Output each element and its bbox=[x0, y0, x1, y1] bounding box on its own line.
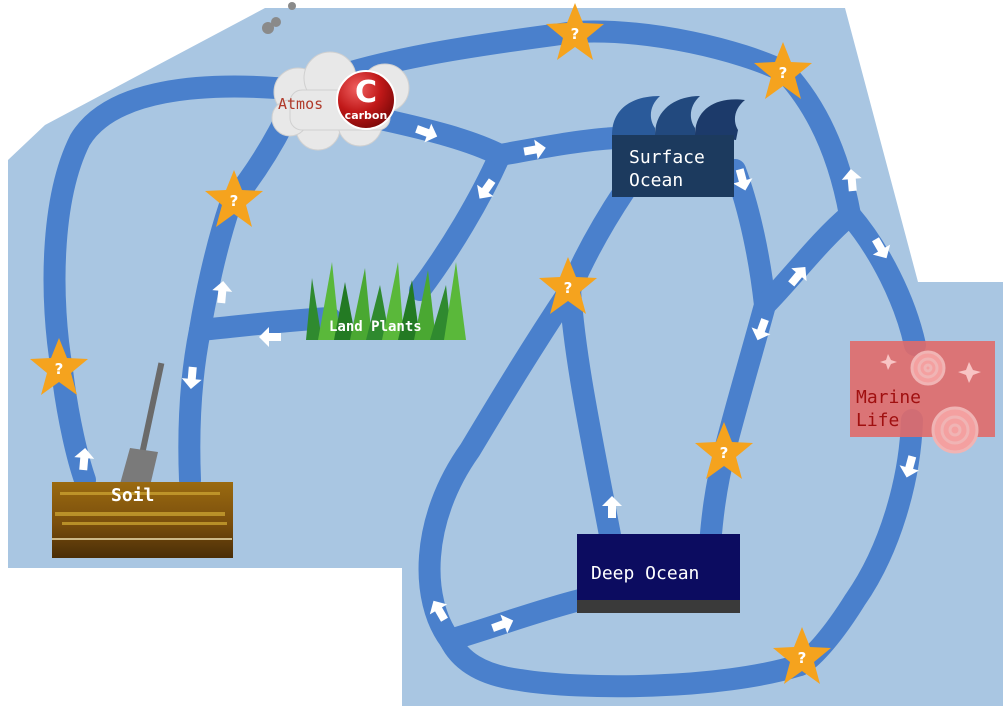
atmosphere-node[interactable]: Atmos C carbon bbox=[271, 51, 410, 151]
wave-icon bbox=[612, 96, 745, 140]
deep-ocean-node[interactable]: Deep Ocean bbox=[577, 534, 740, 613]
question-mark: ? bbox=[798, 649, 807, 667]
question-mark: ? bbox=[571, 25, 580, 43]
grass-icon bbox=[306, 262, 466, 340]
surface-ocean-node[interactable]: Surface Ocean bbox=[612, 96, 745, 197]
soil-node[interactable]: Soil bbox=[52, 362, 233, 558]
question-stars: ? ? ? ? ? ? ? bbox=[30, 3, 831, 684]
carbon-ball-icon: C carbon bbox=[336, 70, 396, 130]
question-mark: ? bbox=[564, 279, 573, 297]
sparkle-icon bbox=[880, 354, 981, 383]
soil-texture bbox=[52, 492, 232, 540]
carbon-word: carbon bbox=[345, 109, 388, 122]
land-plants-node[interactable]: Land Plants bbox=[306, 262, 466, 340]
soil-label: Soil bbox=[111, 485, 154, 506]
marine-life-node[interactable]: Marine Life bbox=[850, 341, 995, 454]
marine-life-label-line1: Marine bbox=[856, 387, 921, 408]
question-mark: ? bbox=[55, 360, 64, 378]
atmosphere-label: Atmos bbox=[278, 95, 323, 113]
snail-icon bbox=[910, 350, 979, 454]
rock-decoration bbox=[262, 2, 296, 34]
land-plants-label: Land Plants bbox=[329, 319, 422, 335]
question-star[interactable]: ? bbox=[30, 338, 88, 395]
question-star[interactable]: ? bbox=[754, 42, 812, 99]
question-star[interactable]: ? bbox=[205, 170, 263, 227]
question-mark: ? bbox=[779, 64, 788, 82]
shovel-icon bbox=[120, 362, 165, 486]
question-mark: ? bbox=[230, 192, 239, 210]
surface-ocean-label-line1: Surface bbox=[629, 147, 705, 168]
question-star[interactable]: ? bbox=[695, 422, 753, 479]
question-star[interactable]: ? bbox=[773, 627, 831, 684]
surface-ocean-label-line2: Ocean bbox=[629, 170, 683, 191]
carbon-letter: C bbox=[355, 75, 377, 110]
question-star[interactable]: ? bbox=[546, 3, 604, 60]
deep-ocean-label: Deep Ocean bbox=[591, 563, 699, 584]
question-star[interactable]: ? bbox=[539, 257, 597, 314]
question-mark: ? bbox=[720, 444, 729, 462]
marine-life-label-line2: Life bbox=[856, 410, 899, 431]
